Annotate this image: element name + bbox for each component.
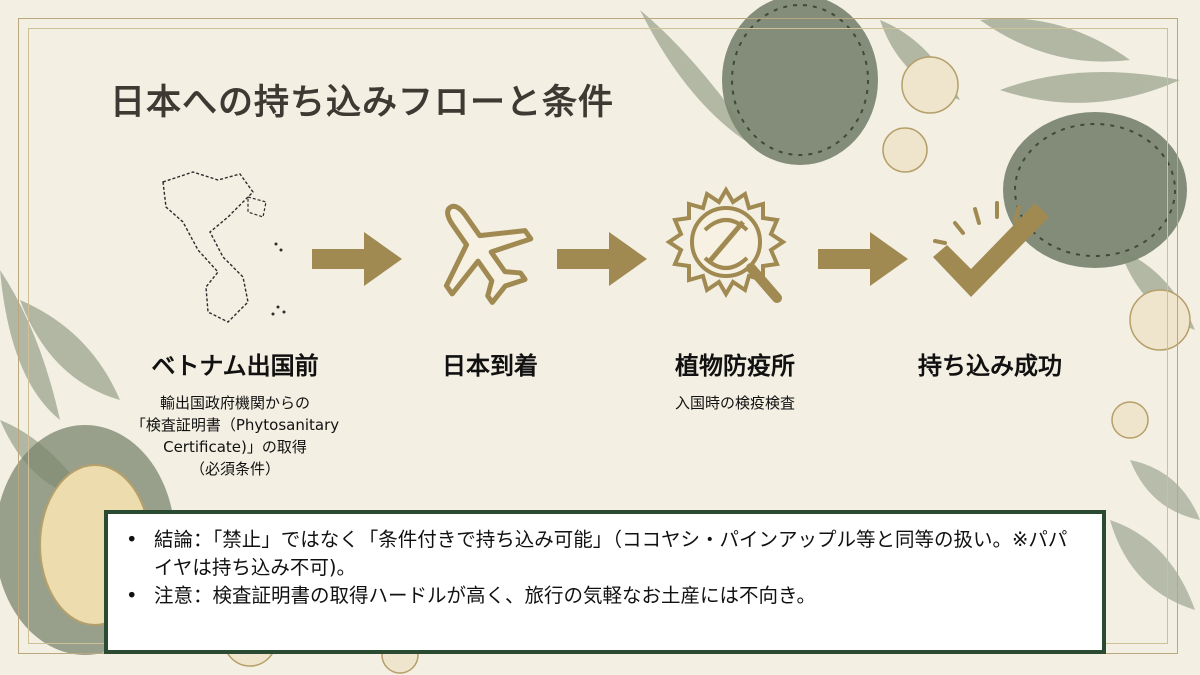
- note-caution: • 注意：検査証明書の取得ハードルが高く、旅行の気軽なお土産には不向き。: [126, 582, 1084, 610]
- durian-inspection-icon: [665, 186, 787, 303]
- desc-line: （必須条件）: [189, 460, 280, 478]
- step-title-success: 持ち込み成功: [918, 352, 1062, 380]
- desc-line: Certificate)」の取得: [163, 438, 307, 456]
- step-desc-departure: 輸出国政府機関からの 「検査証明書（Phytosanitary Certific…: [100, 392, 370, 480]
- flow-arrow-2: [557, 232, 647, 286]
- desc-line: 輸出国政府機関からの: [159, 394, 310, 412]
- bullet-icon: •: [126, 584, 138, 607]
- desc-line: 入国時の検疫検査: [674, 394, 795, 412]
- flow-arrow-1: [312, 232, 402, 286]
- flow-arrow-3: [818, 232, 908, 286]
- step-desc-quarantine: 入国時の検疫検査: [635, 392, 835, 414]
- vietnam-map-icon: [162, 171, 286, 323]
- step-title-quarantine: 植物防疫所: [675, 352, 795, 380]
- step-title-arrival: 日本到着: [442, 352, 538, 380]
- note-text: 注意：検査証明書の取得ハードルが高く、旅行の気軽なお土産には不向き。: [154, 584, 817, 607]
- note-conclusion: • 結論：「禁止」ではなく「条件付きで持ち込み可能」（ココヤシ・パインアップル等…: [126, 526, 1084, 582]
- durian-illustration-top: [722, 0, 1187, 268]
- note-text: 結論：「禁止」ではなく「条件付きで持ち込み可能」（ココヤシ・パインアップル等と同…: [154, 528, 1068, 579]
- airplane-icon: [443, 203, 534, 305]
- checkmark-icon: [933, 201, 1049, 297]
- conclusion-box: • 結論：「禁止」ではなく「条件付きで持ち込み可能」（ココヤシ・パインアップル等…: [104, 510, 1106, 654]
- page-title: 日本への持ち込みフローと条件: [110, 82, 615, 123]
- step-title-departure: ベトナム出国前: [151, 352, 319, 380]
- bullet-icon: •: [126, 528, 138, 551]
- flowers-top-right: [882, 56, 1191, 439]
- desc-line: 「検査証明書（Phytosanitary: [130, 416, 340, 434]
- leaves-bottom-right: [1110, 460, 1200, 610]
